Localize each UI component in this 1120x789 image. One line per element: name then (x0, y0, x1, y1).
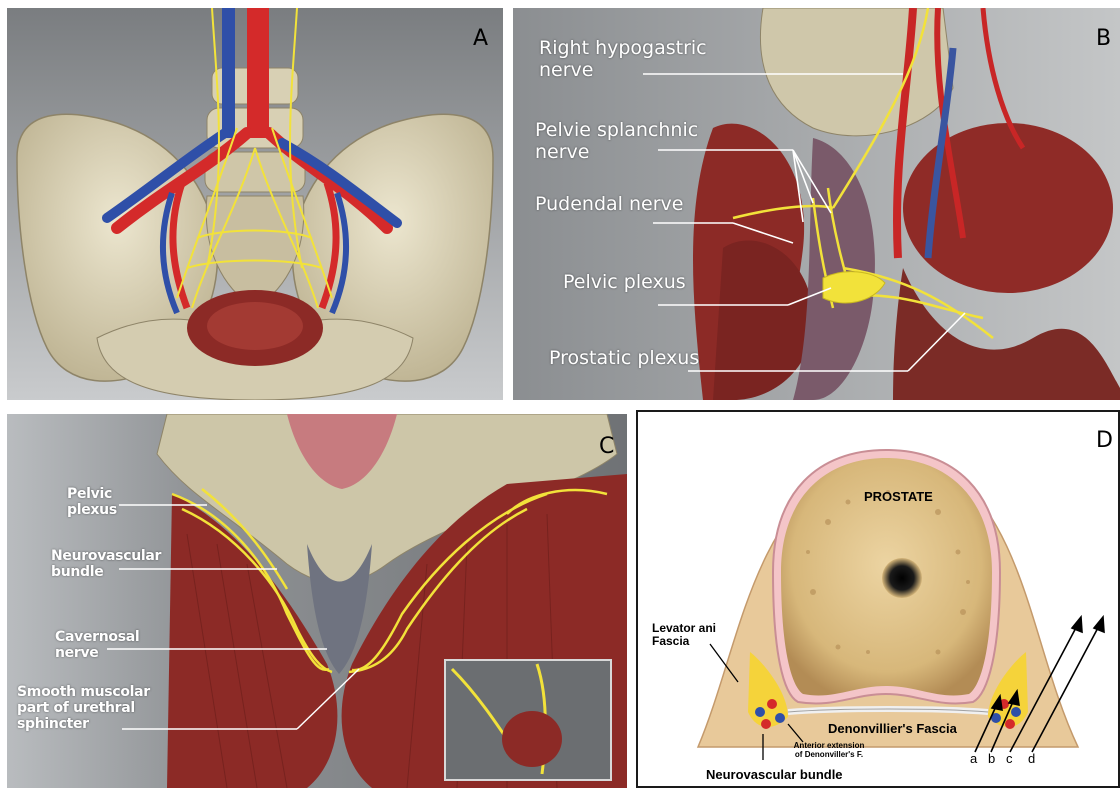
panel-b-letter: B (1096, 26, 1111, 51)
label-prostatic-plexus: Prostatic plexus (549, 348, 699, 370)
label-c-cavernosal-nerve: Cavernosal nerve (55, 629, 135, 661)
label-right-hypogastric-nerve: Right hypogastric nerve (539, 38, 729, 82)
label-pudendal-nerve: Pudendal nerve (535, 194, 683, 216)
pelvis-front-illustration (7, 8, 503, 400)
urethra-opening (882, 558, 922, 598)
label-arrow-d: d (1028, 752, 1035, 766)
panel-a: A (7, 8, 503, 400)
panel-a-letter: A (473, 26, 488, 51)
label-levator-ani-fascia: Levator ani Fascia (652, 622, 747, 648)
label-arrow-c: c (1006, 752, 1013, 766)
label-prostate: PROSTATE (864, 490, 933, 504)
label-c-pelvic-plexus: Pelvic plexus (67, 486, 127, 518)
label-anterior-extension: Anterior extension of Denonviller's F. (791, 742, 867, 760)
panel-c: C Pelvic plexus Neurovascular bundle Cav… (7, 414, 627, 788)
label-neurovascular-bundle: Neurovascular bundle (706, 768, 843, 782)
label-c-neurovascular-bundle: Neurovascular bundle (51, 548, 161, 580)
label-c-urethral-sphincter: Smooth muscolar part of urethral sphinct… (17, 684, 177, 732)
label-pelvic-splanchnic-nerve: Pelvie splanchnic nerve (535, 120, 715, 164)
panel-b: B Right hypogastric nerve Pelvie splanch… (513, 8, 1120, 400)
panel-c-letter: C (599, 434, 614, 459)
panel-d: D PROSTATE Levator ani Fascia Denonvilli… (636, 410, 1120, 788)
label-arrow-b: b (988, 752, 995, 766)
label-pelvic-plexus: Pelvic plexus (563, 272, 686, 294)
panel-d-letter: D (1096, 428, 1113, 453)
label-denonvillier-fascia: Denonvillier's Fascia (828, 722, 957, 736)
label-arrow-a: a (970, 752, 977, 766)
